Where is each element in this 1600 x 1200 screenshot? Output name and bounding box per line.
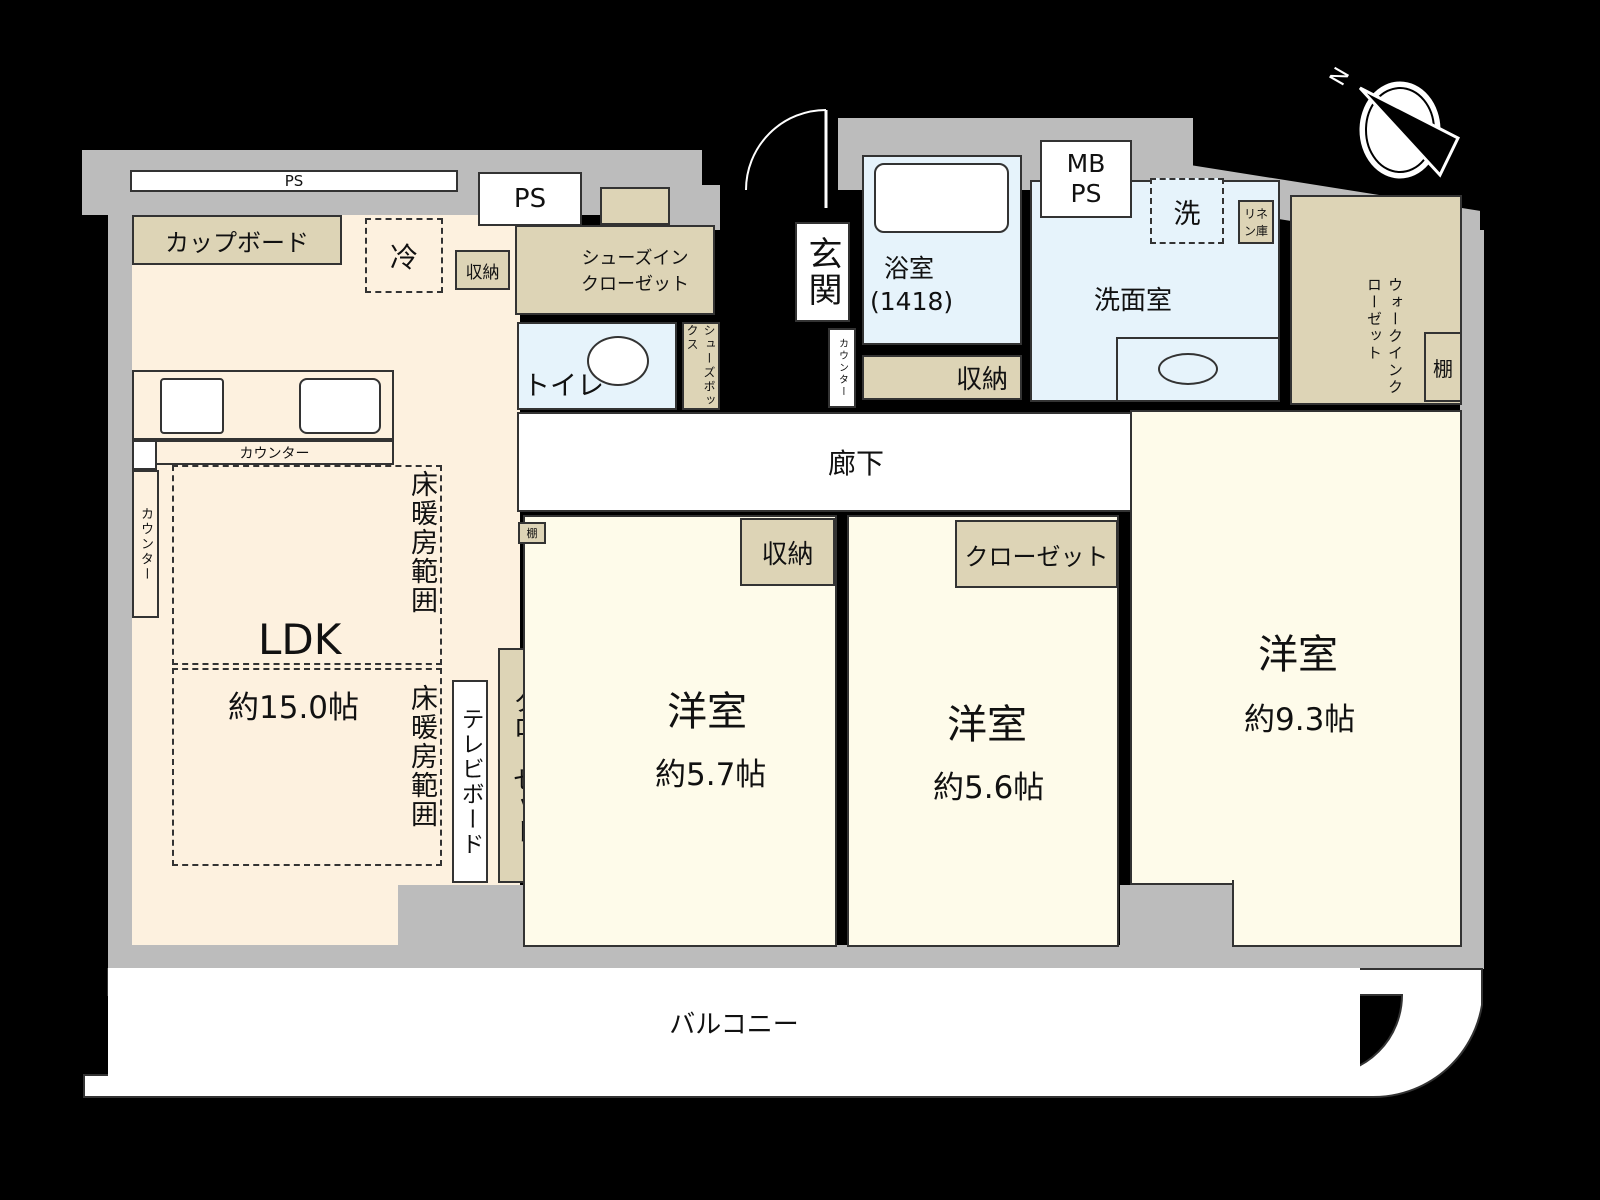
floor-heating-label-2: 床暖房範囲 — [406, 684, 437, 829]
bedroom-5-6-name: 洋室 — [947, 702, 1027, 748]
floor-heating-area-2 — [172, 668, 442, 866]
balcony: バルコニー — [108, 968, 1360, 1076]
basin-icon — [1158, 353, 1218, 385]
ldk-name: LDK — [258, 615, 342, 664]
bedroom-9-3: 洋室 約9.3帖 — [1130, 410, 1462, 885]
bedroom-9-3-name: 洋室 — [1258, 632, 1338, 678]
toilet: トイレ — [517, 322, 677, 410]
storage-bath: 収納 — [862, 355, 1022, 400]
bath-size: (1418) — [870, 287, 954, 316]
bedroom-5-7-size: 約5.7帖 — [655, 757, 767, 793]
stove-icon — [160, 378, 224, 434]
bath-name: 浴室 — [884, 254, 935, 283]
shoe-in-closet: シューズイン クローゼット — [515, 225, 715, 315]
counter-gap — [132, 440, 157, 470]
ps-box: PS — [478, 172, 582, 226]
floor-heating-area-1 — [172, 465, 442, 665]
kitchen-counter-label: カウンター — [155, 440, 394, 465]
shoe-box: シューズボックス — [682, 322, 720, 410]
south-wall — [108, 945, 1484, 969]
shelf-small: 棚 — [518, 522, 546, 544]
cupboard: カップボード — [132, 215, 342, 265]
wic-shelf: 棚 — [1424, 332, 1462, 402]
side-counter: カウンター — [132, 470, 159, 618]
west-wall — [108, 150, 132, 968]
linen-storage: リネン庫 — [1238, 200, 1274, 244]
bedroom-5-7-name: 洋室 — [667, 689, 747, 735]
bedroom-5-6-size: 約5.6帖 — [933, 770, 1045, 806]
fridge-space: 冷 — [365, 218, 443, 293]
entrance-door-icon[interactable] — [740, 108, 830, 208]
mb-ps: MB PS — [1040, 140, 1132, 218]
bedroom-9-3-size: 約9.3帖 — [1244, 702, 1356, 738]
tv-board: テレビボード — [452, 680, 488, 883]
sink-icon — [299, 378, 381, 434]
entrance: 玄関 — [795, 222, 850, 322]
toilet-bowl-icon — [587, 336, 649, 386]
storage-small: 収納 — [455, 250, 510, 290]
bathroom: 浴室 (1418) — [862, 155, 1022, 345]
column-ldk — [398, 885, 523, 947]
column-room3 — [1120, 885, 1232, 947]
bathtub-icon — [874, 163, 1009, 233]
ldk-size: 約15.0帖 — [228, 690, 360, 726]
hallway: 廊下 — [517, 412, 1195, 512]
kitchen-counter — [132, 370, 394, 440]
washroom-label: 洗面室 — [1094, 286, 1173, 316]
ldk-floor-south — [132, 880, 398, 945]
washer-space: 洗 — [1150, 178, 1224, 244]
compass-n-label: N — [1325, 63, 1355, 90]
entry-counter: カウンター — [828, 328, 856, 408]
toilet-label: トイレ — [523, 371, 604, 402]
bedroom-9-3-south — [1232, 880, 1462, 947]
storage-hall: 収納 — [740, 518, 835, 586]
ps-long: PS — [130, 170, 458, 192]
bedroom-5-7: 洋室 約5.7帖 — [523, 515, 837, 947]
vanity — [1116, 337, 1280, 402]
compass-north-icon: N — [1325, 63, 1460, 182]
storage-top — [600, 187, 670, 225]
closet-room2: クローゼット — [955, 520, 1118, 588]
floor-heating-label-1: 床暖房範囲 — [406, 470, 437, 615]
east-wall — [1460, 230, 1484, 968]
walk-in-closet: ウォークインクローゼット 棚 — [1290, 195, 1462, 405]
wic-label: ウォークインクローゼット — [1365, 277, 1404, 396]
